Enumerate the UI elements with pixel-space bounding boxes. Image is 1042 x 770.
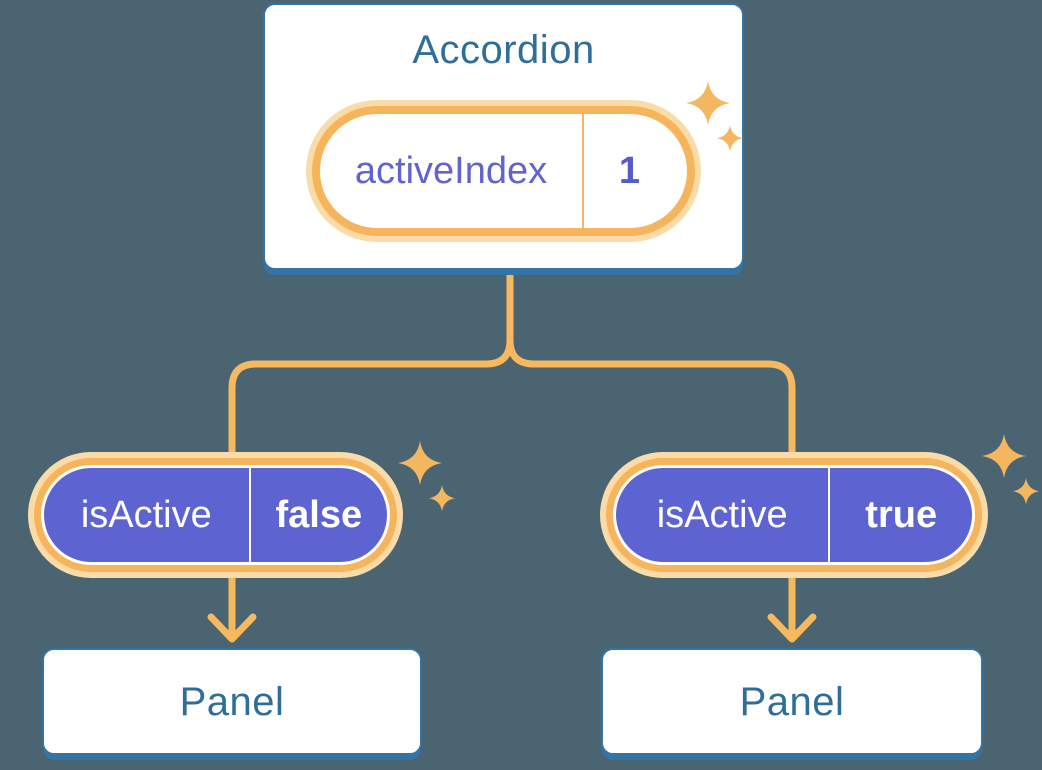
pill-body: activeIndex 1 bbox=[320, 114, 687, 228]
prop-value: false bbox=[275, 493, 363, 536]
prop-name: isActive bbox=[80, 493, 212, 536]
state-value: 1 bbox=[618, 149, 641, 192]
accordion-card: Accordion activeIndex 1 bbox=[263, 3, 744, 270]
prop-value: true bbox=[865, 493, 938, 536]
pill-body: isActive true bbox=[613, 465, 975, 565]
pill-divider bbox=[248, 468, 251, 562]
pill-divider bbox=[582, 114, 584, 228]
accordion-title: Accordion bbox=[412, 28, 595, 72]
sparkle-icon bbox=[398, 441, 456, 512]
active-index-pill: activeIndex 1 bbox=[306, 100, 701, 242]
panel-title: Panel bbox=[739, 679, 845, 724]
pill-ring: isActive false bbox=[34, 458, 397, 572]
pill-ring: activeIndex 1 bbox=[312, 106, 695, 236]
arrowhead-left-icon bbox=[207, 613, 257, 643]
panel-card-right: Panel bbox=[601, 648, 983, 755]
purple-pill: isActive false bbox=[44, 468, 387, 562]
is-active-pill-left: isActive false bbox=[28, 452, 403, 578]
pill-divider bbox=[828, 468, 831, 562]
sparkle-icon bbox=[686, 81, 744, 152]
prop-name: isActive bbox=[656, 493, 788, 536]
pill-body: isActive false bbox=[41, 465, 390, 565]
purple-pill: isActive true bbox=[616, 468, 972, 562]
is-active-pill-right: isActive true bbox=[600, 452, 988, 578]
panel-card-left: Panel bbox=[42, 648, 422, 755]
sparkle-icon bbox=[982, 434, 1040, 505]
connector-right bbox=[506, 272, 796, 640]
pill-ring: isActive true bbox=[606, 458, 982, 572]
panel-title: Panel bbox=[179, 679, 285, 724]
arrowhead-right-icon bbox=[767, 613, 817, 643]
state-name: activeIndex bbox=[354, 149, 548, 192]
